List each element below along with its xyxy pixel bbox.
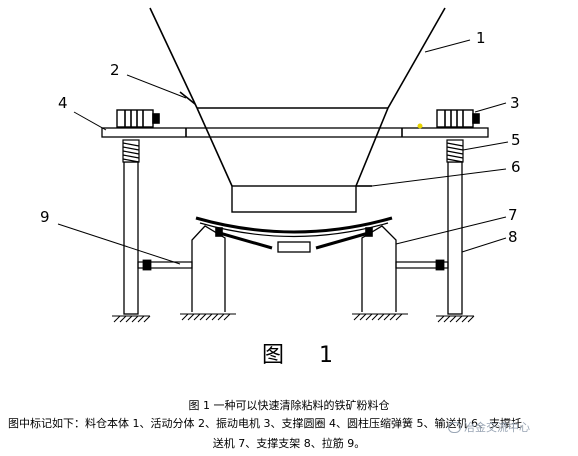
support-ring-beam <box>101 127 489 138</box>
label-4: 4 <box>58 94 68 112</box>
label-3: 3 <box>510 94 520 112</box>
caption-legend-line-2: 送机 7、支撑支架 8、拉筋 9。 <box>212 437 366 450</box>
conveyor-belt <box>195 216 393 234</box>
left-support-leg <box>123 161 139 315</box>
tie-rod-right <box>395 261 449 269</box>
idler-pin-left <box>215 227 223 237</box>
right-idler-frame <box>361 225 397 312</box>
tie-rod-left-end <box>142 259 152 271</box>
watermark-text: 冶金交流中心 <box>464 421 530 434</box>
label-2: 2 <box>110 61 120 79</box>
right-support-leg <box>447 161 463 315</box>
movable-section-left-wall <box>196 107 233 187</box>
idler-roller-center <box>277 241 311 253</box>
tie-rod-right-end <box>435 259 445 271</box>
outlet-box <box>231 185 357 213</box>
movable-section-flap <box>179 91 196 105</box>
movable-section-right-wall <box>355 107 389 187</box>
left-spring <box>122 139 140 163</box>
label-8: 8 <box>508 228 518 246</box>
figure-label: 图 1 <box>262 343 347 368</box>
right-vibration-motor <box>436 109 480 128</box>
label-6: 6 <box>511 158 521 176</box>
leader-lines <box>57 39 509 265</box>
caption-legend-line-1: 图中标记如下：料仓本体 1、活动分体 2、振动电机 3、支撑圆圈 4、圆柱压缩弹… <box>8 417 522 430</box>
ground-hatching <box>112 313 475 323</box>
label-1: 1 <box>476 29 486 47</box>
wechat-icon <box>448 421 461 433</box>
yellow-dot-mark <box>417 123 423 129</box>
label-9: 9 <box>40 208 50 226</box>
idler-roller-right <box>315 230 373 250</box>
tie-rod-left <box>137 261 193 269</box>
left-idler-frame <box>191 225 226 312</box>
label-7: 7 <box>508 206 518 224</box>
watermark: 冶金交流中心 <box>448 419 530 435</box>
bin-diagram: 1 2 3 4 5 6 7 8 9 图 1 <box>40 7 521 368</box>
hopper-left-wall <box>149 7 198 109</box>
label-5: 5 <box>511 131 521 149</box>
idler-roller-left <box>215 230 273 250</box>
caption-title: 图 1 一种可以快速清除粘料的铁矿粉料仓 <box>188 399 390 412</box>
left-vibration-motor <box>116 109 160 128</box>
right-spring <box>446 139 464 163</box>
hopper-right-wall <box>387 7 446 109</box>
idler-pin-right <box>365 227 373 237</box>
